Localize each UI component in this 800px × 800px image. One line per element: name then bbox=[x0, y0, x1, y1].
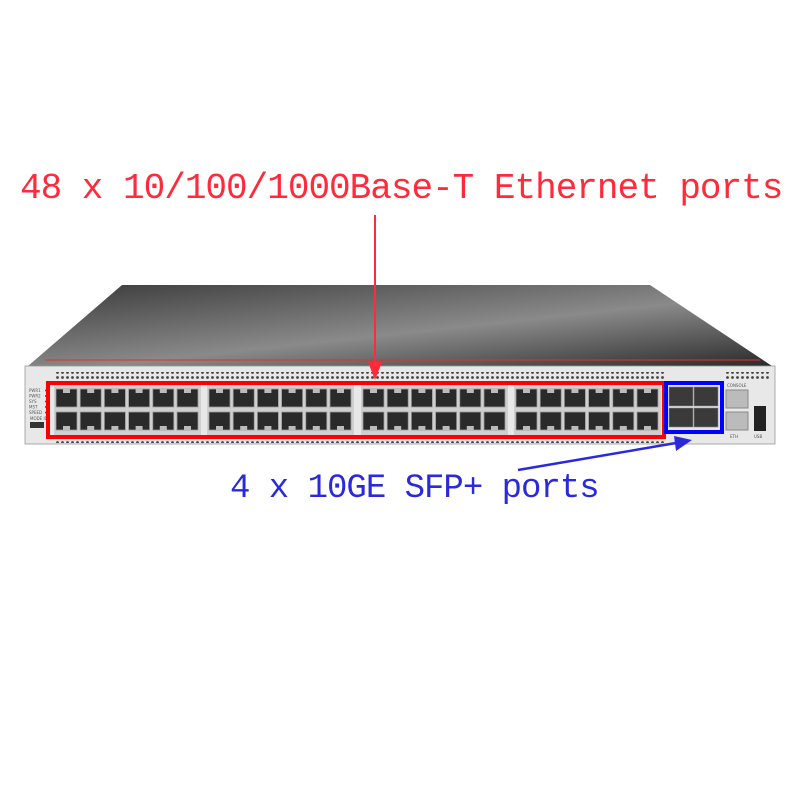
port-latch bbox=[571, 389, 579, 393]
port-latch bbox=[619, 426, 627, 430]
port-latch bbox=[159, 426, 167, 430]
sfp-port[interactable] bbox=[668, 407, 694, 428]
sfp-ports bbox=[668, 386, 719, 428]
sfp-arrow-head bbox=[674, 436, 692, 451]
port-latch bbox=[547, 389, 555, 393]
mode-button[interactable] bbox=[30, 422, 44, 428]
led-label: SYS bbox=[29, 399, 37, 404]
port-latch bbox=[184, 389, 191, 393]
led-label: PWR1 bbox=[29, 388, 41, 393]
usb-label: USB bbox=[754, 434, 762, 439]
port-latch bbox=[644, 426, 651, 430]
port-latch bbox=[135, 426, 143, 430]
port-latch bbox=[216, 389, 223, 393]
sfp-port[interactable] bbox=[693, 386, 719, 407]
ethernet-ports-callout: 48 x 10/100/1000Base-T Ethernet ports bbox=[20, 168, 783, 209]
port-latch bbox=[466, 389, 474, 393]
sfp-port[interactable] bbox=[668, 386, 694, 407]
port-latch bbox=[135, 389, 143, 393]
port-latch bbox=[418, 389, 426, 393]
port-block bbox=[514, 385, 661, 435]
port-latch bbox=[595, 389, 603, 393]
port-latch bbox=[442, 389, 450, 393]
ethernet-arrow-head bbox=[368, 362, 382, 380]
port-latch bbox=[442, 426, 450, 430]
mode-button-label: MODE ID bbox=[30, 416, 48, 421]
port-latch bbox=[418, 426, 426, 430]
port-latch bbox=[312, 389, 320, 393]
port-latch bbox=[288, 389, 296, 393]
usb-port[interactable] bbox=[754, 406, 766, 431]
eth-management-port[interactable] bbox=[725, 411, 749, 431]
port-latch bbox=[240, 426, 248, 430]
port-latch bbox=[337, 389, 344, 393]
port-latch bbox=[337, 426, 344, 430]
port-latch bbox=[466, 426, 474, 430]
console-label: CONSOLE bbox=[727, 383, 747, 388]
port-latch bbox=[216, 426, 223, 430]
port-latch bbox=[159, 389, 167, 393]
port-latch bbox=[288, 426, 296, 430]
port-latch bbox=[264, 426, 272, 430]
port-latch bbox=[619, 389, 627, 393]
eth-label: ETH bbox=[730, 434, 738, 439]
led-label: SPEED bbox=[29, 410, 42, 415]
port-latch bbox=[571, 426, 579, 430]
port-block bbox=[207, 385, 354, 435]
port-latch bbox=[87, 389, 95, 393]
sfp-arrow bbox=[517, 441, 677, 472]
port-block bbox=[54, 385, 201, 435]
port-latch bbox=[523, 426, 530, 430]
vent-top bbox=[55, 372, 665, 380]
switch-top-cover bbox=[28, 285, 772, 366]
port-latch bbox=[394, 389, 402, 393]
port-latch bbox=[184, 426, 191, 430]
vent-bottom bbox=[55, 438, 665, 443]
port-latch bbox=[240, 389, 248, 393]
led-label: PWR2 bbox=[29, 394, 41, 399]
port-latch bbox=[63, 426, 70, 430]
ethernet-ports bbox=[54, 385, 661, 435]
port-latch bbox=[547, 426, 555, 430]
vent-right bbox=[725, 372, 770, 380]
port-latch bbox=[111, 389, 119, 393]
port-latch bbox=[312, 426, 320, 430]
port-latch bbox=[491, 389, 498, 393]
sfp-highlight-box bbox=[664, 381, 724, 434]
port-latch bbox=[644, 389, 651, 393]
port-latch bbox=[394, 426, 402, 430]
led-label: MST bbox=[29, 405, 38, 410]
console-port[interactable] bbox=[725, 389, 749, 409]
port-latch bbox=[111, 426, 119, 430]
port-latch bbox=[523, 389, 530, 393]
port-latch bbox=[63, 389, 70, 393]
port-latch bbox=[370, 426, 377, 430]
port-latch bbox=[87, 426, 95, 430]
port-block bbox=[361, 385, 508, 435]
port-latch bbox=[370, 389, 377, 393]
port-latch bbox=[491, 426, 498, 430]
port-latch bbox=[264, 389, 272, 393]
sfp-port[interactable] bbox=[693, 407, 719, 428]
sfp-ports-callout: 4 x 10GE SFP+ ports bbox=[230, 470, 600, 508]
port-latch bbox=[595, 426, 603, 430]
